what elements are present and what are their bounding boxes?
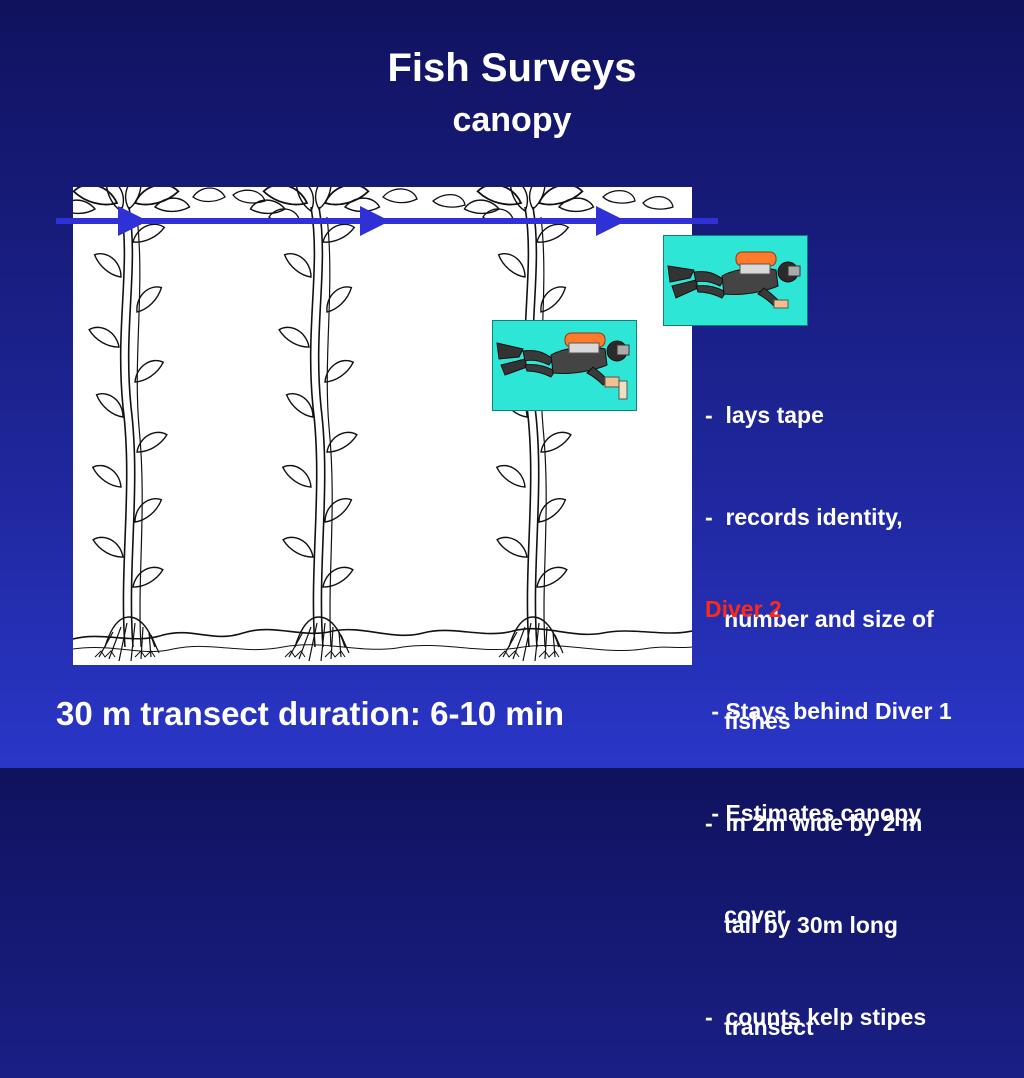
diver-icon [667,251,801,309]
slide-title: Fish Surveys [387,46,637,90]
diver2-line: cover [705,902,786,928]
transect-line [56,206,718,236]
diver2-heading: Diver 2 [705,596,782,622]
kelp-canopy-illustration [73,187,692,665]
diver2-line: - Stays behind Diver 1 [705,698,952,724]
diver2-image [492,320,637,411]
slide-subtitle: canopy [452,101,572,139]
diver2-notes: Diver 2 - Stays behind Diver 1 - Estimat… [705,524,952,1068]
arrow-right-icon [118,206,148,236]
diver1-image [663,235,808,326]
arrow-right-icon [360,206,390,236]
diver2-line: - Estimates canopy [705,800,922,826]
kelp-forest-drawing [73,187,692,665]
arrow-right-icon [596,206,626,236]
diver1-line: number and size of [705,606,934,632]
transect-duration-caption: 30 m transect duration: 6-10 min [56,695,564,732]
diver-icon [496,332,630,400]
diver2-line: - counts kelp stipes [705,1004,927,1030]
diver1-line: - lays tape [705,402,824,428]
seafloor-rocks [73,627,692,640]
diver1-line: fishes [705,708,791,734]
diver1-line: - records identity, [705,504,903,530]
